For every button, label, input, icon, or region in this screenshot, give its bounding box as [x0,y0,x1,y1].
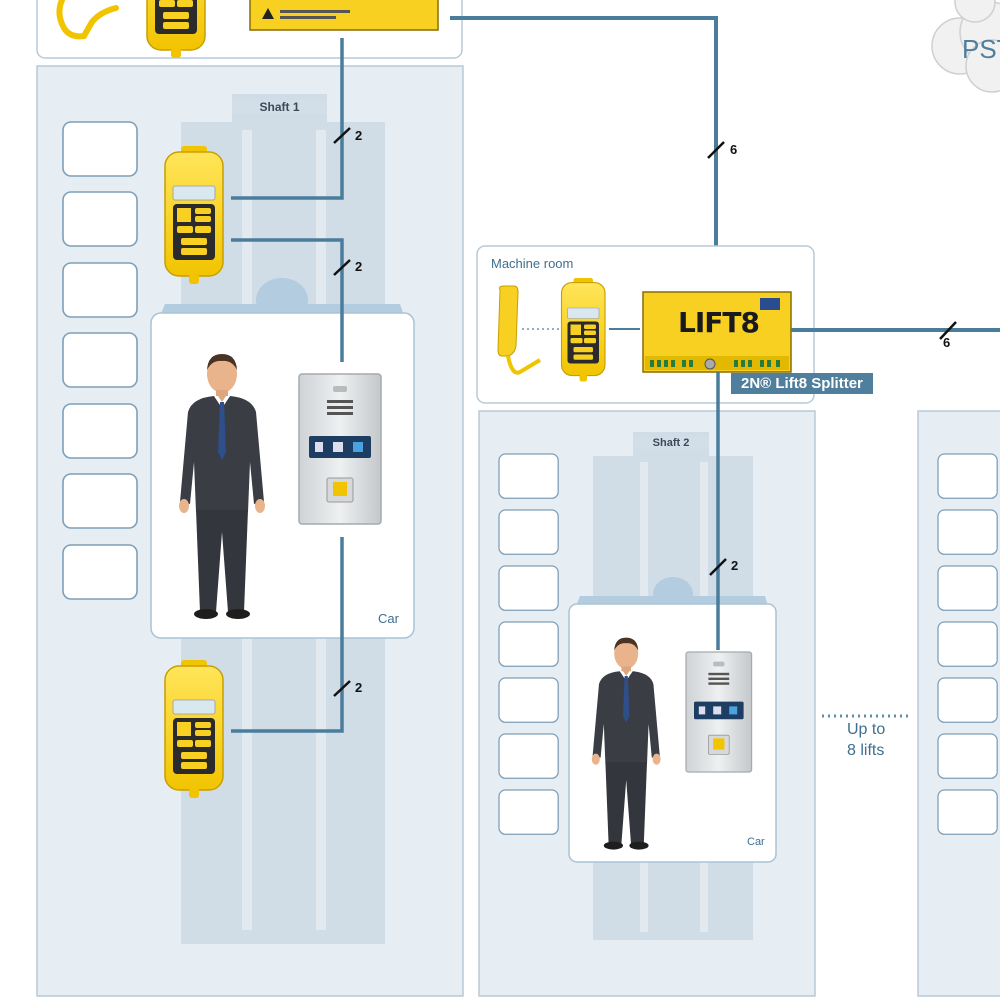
floor-button [937,565,998,611]
floor-button [937,789,998,835]
floor-button [62,262,138,318]
wire-tick [333,127,351,144]
floor-button [498,621,559,667]
intercom-panel-icon [298,373,382,525]
floor-button [62,473,138,529]
floor-button [937,733,998,779]
floor-button [62,544,138,600]
wire-count-bottom: 2 [355,680,363,695]
wire-shaft1-mid [231,238,344,362]
lift8-knob [704,358,716,370]
car1-roof-dome [256,278,308,322]
floor-button [937,509,998,555]
floor-button [498,789,559,835]
wire-count-trunk: 6 [730,142,738,157]
wire-count-shaft2: 2 [731,558,739,573]
floor-button [62,332,138,388]
pstn-cloud [931,0,1000,93]
wire-tick [333,680,351,697]
floor-button [498,453,559,499]
lift8-bottom-strip [645,356,789,370]
splitter-label: 2N® Lift8 Splitter [731,373,873,394]
wire-count-right: 6 [943,335,951,350]
wire-trunk [450,16,718,292]
wire-tick [939,321,957,340]
machine-phone-icon [560,277,606,383]
pstn-label: PST [962,34,1000,64]
lift8-logo-plate [760,298,780,310]
floor-button [937,621,998,667]
wire-tick [709,558,727,576]
wire-shaft1-bottom [231,537,344,733]
wire-tick [707,141,725,159]
handset-icon [497,285,519,357]
floor-button [498,565,559,611]
shaft2-label: Shaft 2 [633,437,709,449]
wire-count-top: 2 [355,128,363,143]
floor-button [498,733,559,779]
top-device-box [249,0,439,31]
car1-label: Car [378,611,399,626]
lifts-note-line1: Up to [847,721,886,738]
floor-button [62,121,138,177]
lifts-note-line2: 8 lifts [847,742,885,759]
handset-cord [506,355,542,375]
floor-button [498,677,559,723]
shaft1-label: Shaft 1 [232,100,327,114]
car2-label: Car [747,836,765,848]
wire-shaft1-top [231,38,344,200]
floor-button [937,453,998,499]
handset-icon [56,0,119,40]
lift8-terminals [650,360,780,367]
warning-text [280,10,350,13]
wire-tick [333,259,351,276]
warning-icon [262,8,274,19]
floor-button [937,677,998,723]
car2-roof-dome [653,577,693,611]
roof-phone-icon [164,145,224,285]
warning-text [280,16,336,19]
intercom-panel-icon [685,651,753,773]
machine-room-label: Machine room [491,256,574,271]
floor-button [62,191,138,247]
lift8-device-label: LIFT8 [678,306,760,339]
floor-button [62,403,138,459]
floor-button [498,509,559,555]
top-phone-icon [146,0,206,59]
wire-count-middle: 2 [355,259,363,274]
pit-phone-icon [164,659,224,799]
